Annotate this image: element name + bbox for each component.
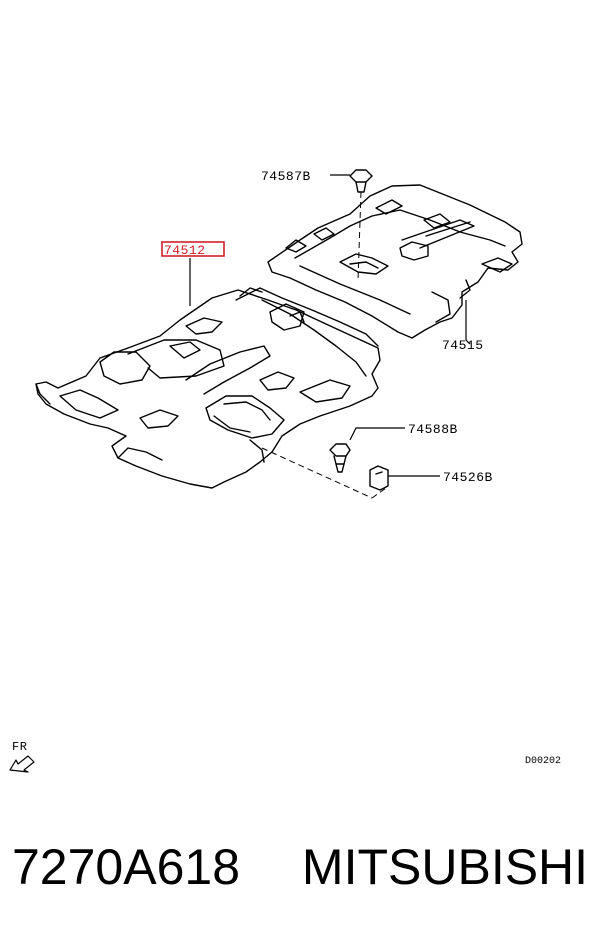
footer-part-number: 7270A618 — [12, 839, 241, 895]
part-highlight-box — [161, 241, 225, 257]
clip-top-part — [349, 169, 373, 193]
clip-bolt-part — [329, 443, 351, 473]
label-rear-carpet[interactable]: 74515 — [442, 338, 484, 353]
diagram-code: D00202 — [525, 756, 561, 767]
front-arrow-icon — [9, 755, 35, 773]
bracket-part — [369, 465, 389, 491]
label-clip-bolt: 74588B — [408, 422, 458, 437]
fr-label: FR — [12, 740, 27, 754]
footer-caption: 7270A618 MITSUBISHI — [12, 832, 592, 902]
front-floor-carpet — [35, 287, 381, 489]
assembly-dashed-lines — [261, 191, 387, 499]
label-bracket: 74526B — [443, 470, 493, 485]
label-front-carpet[interactable]: 74512 — [164, 243, 206, 258]
label-clip-top: 74587B — [261, 169, 311, 184]
rear-floor-carpet — [267, 184, 523, 339]
footer-brand: MITSUBISHI — [301, 839, 589, 895]
leader-lines — [189, 174, 471, 477]
